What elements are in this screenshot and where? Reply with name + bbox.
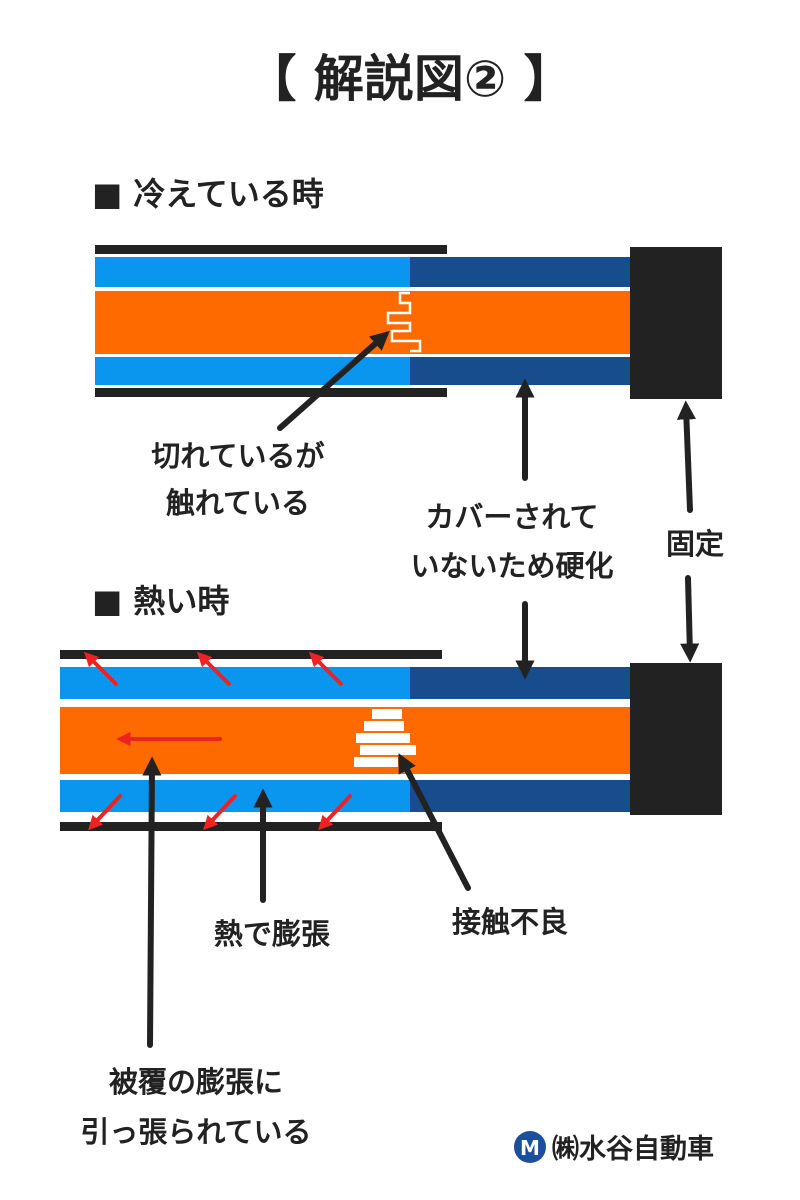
conductor-cold — [95, 291, 630, 354]
label-pulled-line2: 引っ張られている — [80, 1115, 311, 1149]
conductor-crack-cold — [386, 291, 422, 353]
brand-logo — [514, 1131, 546, 1163]
arrow-to-connector-hot — [680, 575, 700, 663]
expansion-arrow — [318, 794, 352, 831]
arrow-to-crack — [277, 330, 390, 431]
brand-block: M ㈱水谷自動車 — [514, 1131, 714, 1165]
label-thermal-expansion: 熱で膨張 — [214, 917, 331, 951]
section-heading-cold: ■ 冷えている時 — [92, 175, 324, 213]
insulation-bottom-exposed-hot — [410, 780, 630, 812]
pointer-arrows — [142, 330, 700, 1048]
diagram-title: 【 解説図② 】 — [246, 50, 573, 108]
expansion-arrow — [196, 651, 231, 686]
label-fixed: 固定 — [666, 527, 724, 561]
brand-logo-letter: M — [520, 1136, 540, 1160]
brand-name: ㈱水谷自動車 — [552, 1133, 714, 1165]
arrow-to-connector-cold — [676, 400, 697, 513]
sheath-bottom-hot — [60, 822, 442, 831]
insulation-top-exposed-cold — [410, 257, 630, 287]
wire-cold — [95, 245, 722, 399]
connector-hot — [630, 663, 722, 815]
insulation-top-exposed-hot — [410, 667, 630, 699]
sheath-top-cold — [95, 245, 447, 254]
connector-cold — [630, 247, 722, 399]
expansion-arrow — [83, 651, 118, 686]
section-heading-hot: ■ 熱い時 — [92, 582, 229, 620]
label-uncovered-line2: いないため硬化 — [410, 549, 613, 583]
expansion-arrow — [88, 794, 122, 831]
label-uncovered-line1: カバーされて — [425, 500, 598, 534]
label-contact-failure: 接触不良 — [452, 905, 568, 939]
arrow-to-conductor-hot — [142, 756, 162, 1048]
expansion-arrows — [83, 651, 352, 831]
sheath-top-hot — [60, 650, 442, 659]
insulation-bottom-exposed-cold — [410, 357, 630, 385]
conductor-gap-hot — [354, 709, 416, 767]
insulation-top-covered-hot — [60, 667, 410, 699]
expansion-arrow — [203, 794, 237, 831]
insulation-bottom-covered-cold — [95, 357, 410, 385]
sheath-bottom-cold — [95, 388, 447, 397]
insulation-top-covered-cold — [95, 257, 410, 287]
label-pulled-line1: 被覆の膨張に — [109, 1065, 283, 1099]
label-cut-touching-line1: 切れているが — [151, 439, 324, 473]
label-cut-touching-line2: 触れている — [166, 486, 310, 520]
expansion-arrow — [308, 651, 343, 686]
arrow-to-gap-hot — [398, 753, 471, 891]
